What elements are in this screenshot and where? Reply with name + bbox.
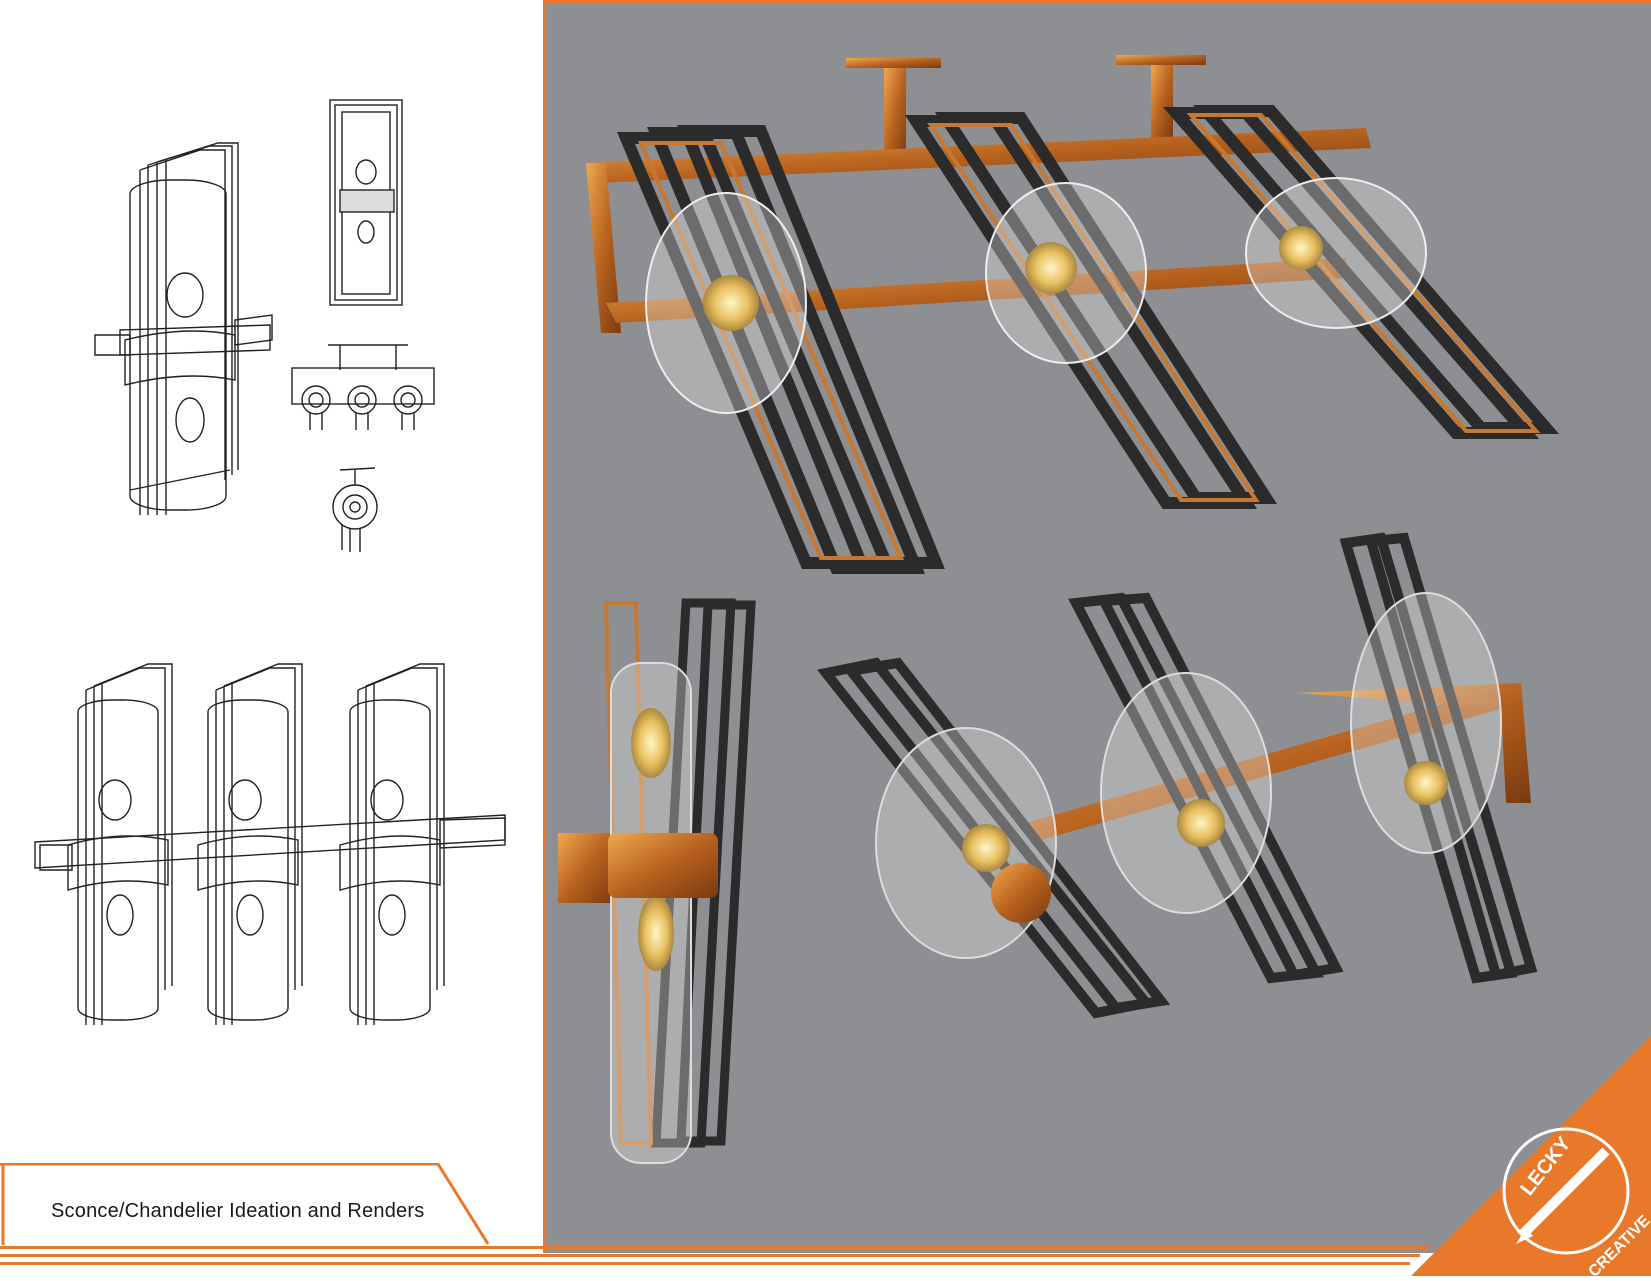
render-panel bbox=[543, 0, 1651, 1253]
sconce-side-view bbox=[332, 467, 378, 552]
sconce-front-view bbox=[329, 99, 403, 306]
sketch-drawings bbox=[34, 99, 506, 1025]
caption-title: Sconce/Chandelier Ideation and Renders bbox=[51, 1200, 425, 1222]
caption-frame bbox=[0, 1163, 490, 1245]
wall-sconce-sketch bbox=[94, 142, 273, 515]
render-drawings bbox=[558, 55, 1560, 1164]
lecky-creative-logo: LECKY CREATIVE bbox=[1411, 1036, 1651, 1276]
chandelier-top-view bbox=[291, 344, 435, 430]
triple-sconce-sketch bbox=[34, 663, 506, 1025]
sketch-panel bbox=[0, 0, 543, 1276]
chandelier-render bbox=[586, 55, 1560, 574]
triple-fixture-render bbox=[816, 532, 1538, 1019]
bottom-stripes bbox=[0, 1246, 1430, 1265]
sconce-render bbox=[558, 598, 756, 1164]
